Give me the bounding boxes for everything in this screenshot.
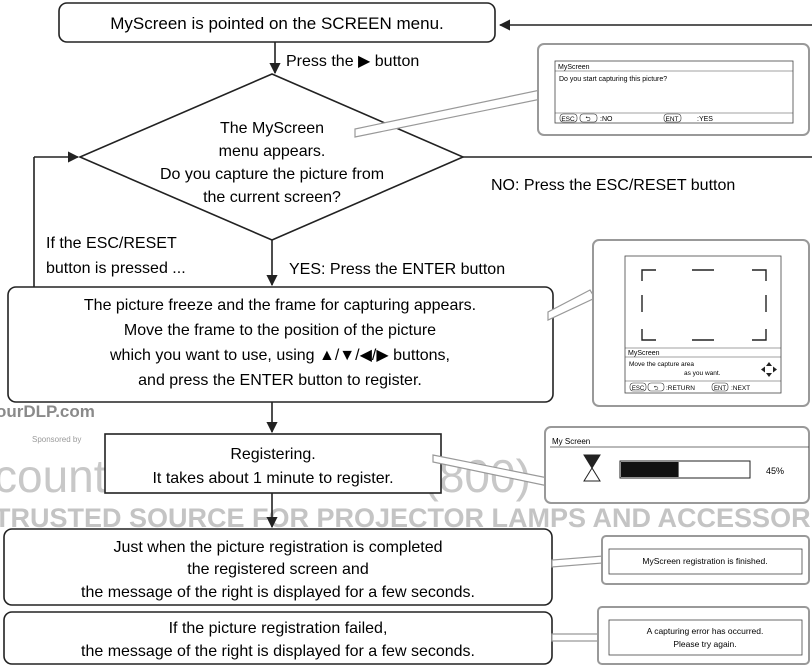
- confirm-esc-key: ESC: [561, 116, 575, 123]
- watermark-sponsor: Sponsored by: [32, 435, 81, 444]
- return-icon: ⮌: [585, 115, 591, 123]
- press-right-label: Press the ▶ button: [286, 53, 419, 70]
- yes-label: YES: Press the ENTER button: [289, 261, 505, 278]
- esc-note-line-2: button is pressed ...: [46, 260, 186, 277]
- finished-panel: MyScreen registration is finished.: [601, 535, 810, 585]
- confirm-question: Do you start capturing this picture?: [559, 76, 667, 83]
- completed-line-1: Just when the picture registration is co…: [113, 539, 442, 556]
- progress-percent: 45%: [766, 466, 784, 476]
- capture-line-3: which you want to use, using ▲/▼/◀/▶ but…: [109, 347, 450, 364]
- capture-line-4: and press the ENTER button to register.: [138, 372, 422, 389]
- registering-line-2: It takes about 1 minute to register.: [152, 470, 393, 487]
- confirm-ent-key: ENT: [666, 116, 679, 123]
- callout-pointer-progress: [432, 454, 549, 487]
- capture-box: [7, 286, 554, 403]
- four-way-arrow-icon: [761, 362, 777, 377]
- hourglass-icon: [583, 454, 601, 482]
- capture-frame-corners: [641, 269, 767, 341]
- error-panel: A capturing error has occurred. Please t…: [597, 606, 810, 665]
- progress-fill: [621, 462, 679, 477]
- completed-line-2: the registered screen and: [187, 561, 368, 578]
- start-box: [58, 2, 496, 43]
- frame-msg-2: as you want.: [684, 370, 721, 377]
- failed-line-2: the message of the right is displayed fo…: [81, 643, 475, 660]
- decision-line-2: menu appears.: [219, 143, 326, 160]
- frame-return-label: :RETURN: [666, 385, 695, 392]
- callout-pointer-finished: [551, 555, 604, 568]
- confirm-no-label: :NO: [600, 116, 613, 123]
- registering-box: [104, 433, 442, 494]
- callout-pointer-error: [551, 633, 604, 642]
- frame-ent-key: ENT: [714, 386, 726, 392]
- completed-line-3: the message of the right is displayed fo…: [81, 584, 475, 601]
- esc-note-line-1: If the ESC/RESET: [46, 235, 177, 252]
- registering-line-1: Registering.: [230, 446, 315, 463]
- confirm-panel: MyScreen Do you start capturing this pic…: [537, 43, 810, 136]
- decision-line-1: The MyScreen: [220, 120, 324, 137]
- frame-title: MyScreen: [628, 350, 660, 357]
- frame-panel: MyScreen Move the capture area as you wa…: [592, 239, 810, 407]
- confirm-yes-label: :YES: [697, 116, 713, 123]
- capture-line-2: Move the frame to the position of the pi…: [124, 322, 436, 339]
- failed-line-1: If the picture registration failed,: [169, 620, 388, 637]
- capture-line-1: The picture freeze and the frame for cap…: [84, 297, 476, 314]
- start-text: MyScreen is pointed on the SCREEN menu.: [110, 14, 444, 33]
- frame-next-label: :NEXT: [731, 385, 750, 392]
- confirm-title: MyScreen: [558, 64, 590, 71]
- callout-pointer-frame: [547, 289, 596, 321]
- error-line-2: Please try again.: [673, 639, 736, 649]
- error-line-1: A capturing error has occurred.: [647, 626, 764, 636]
- no-label: NO: Press the ESC/RESET button: [491, 177, 735, 194]
- watermark-site: ourDLP.com: [0, 402, 95, 421]
- frame-msg-1: Move the capture area: [629, 361, 694, 368]
- decision-line-3: Do you capture the picture from: [160, 166, 384, 183]
- decision-line-4: the current screen?: [203, 189, 341, 206]
- return-icon: ⮌: [654, 385, 659, 392]
- frame-esc-key: ESC: [632, 386, 645, 392]
- callout-pointer-confirm: [354, 88, 553, 138]
- progress-panel: My Screen 45%: [544, 426, 810, 504]
- finished-message: MyScreen registration is finished.: [642, 556, 767, 566]
- progress-title: My Screen: [552, 437, 590, 446]
